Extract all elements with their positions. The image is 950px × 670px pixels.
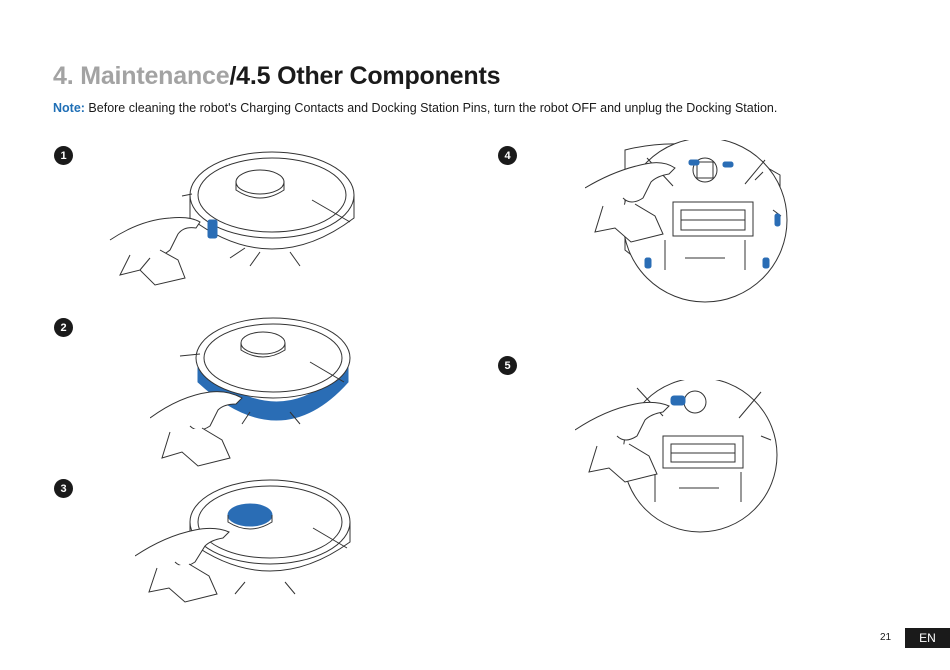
note-label: Note: — [53, 101, 85, 115]
section-title: 4. Maintenance — [53, 62, 229, 90]
subsection-title: /4.5 Other Components — [229, 62, 500, 90]
language-badge: EN — [905, 628, 950, 648]
robot-side-contacts-illustration — [100, 140, 370, 310]
step-badge-2: 2 — [54, 318, 73, 337]
note: Note: Before cleaning the robot's Chargi… — [53, 101, 777, 115]
robot-underside-sensor-illustration — [575, 380, 780, 540]
page-number: 21 — [880, 632, 891, 643]
step-badge-1: 1 — [54, 146, 73, 165]
robot-top-cover-illustration — [135, 470, 365, 610]
step-badge-4: 4 — [498, 146, 517, 165]
note-text: Before cleaning the robot's Charging Con… — [85, 101, 777, 115]
step-badge-5: 5 — [498, 356, 517, 375]
robot-body-shell-illustration — [150, 300, 370, 470]
page-title: 4. Maintenance/4.5 Other Components — [53, 62, 500, 91]
step-badge-3: 3 — [54, 479, 73, 498]
robot-underside-contacts-illustration — [585, 140, 790, 310]
